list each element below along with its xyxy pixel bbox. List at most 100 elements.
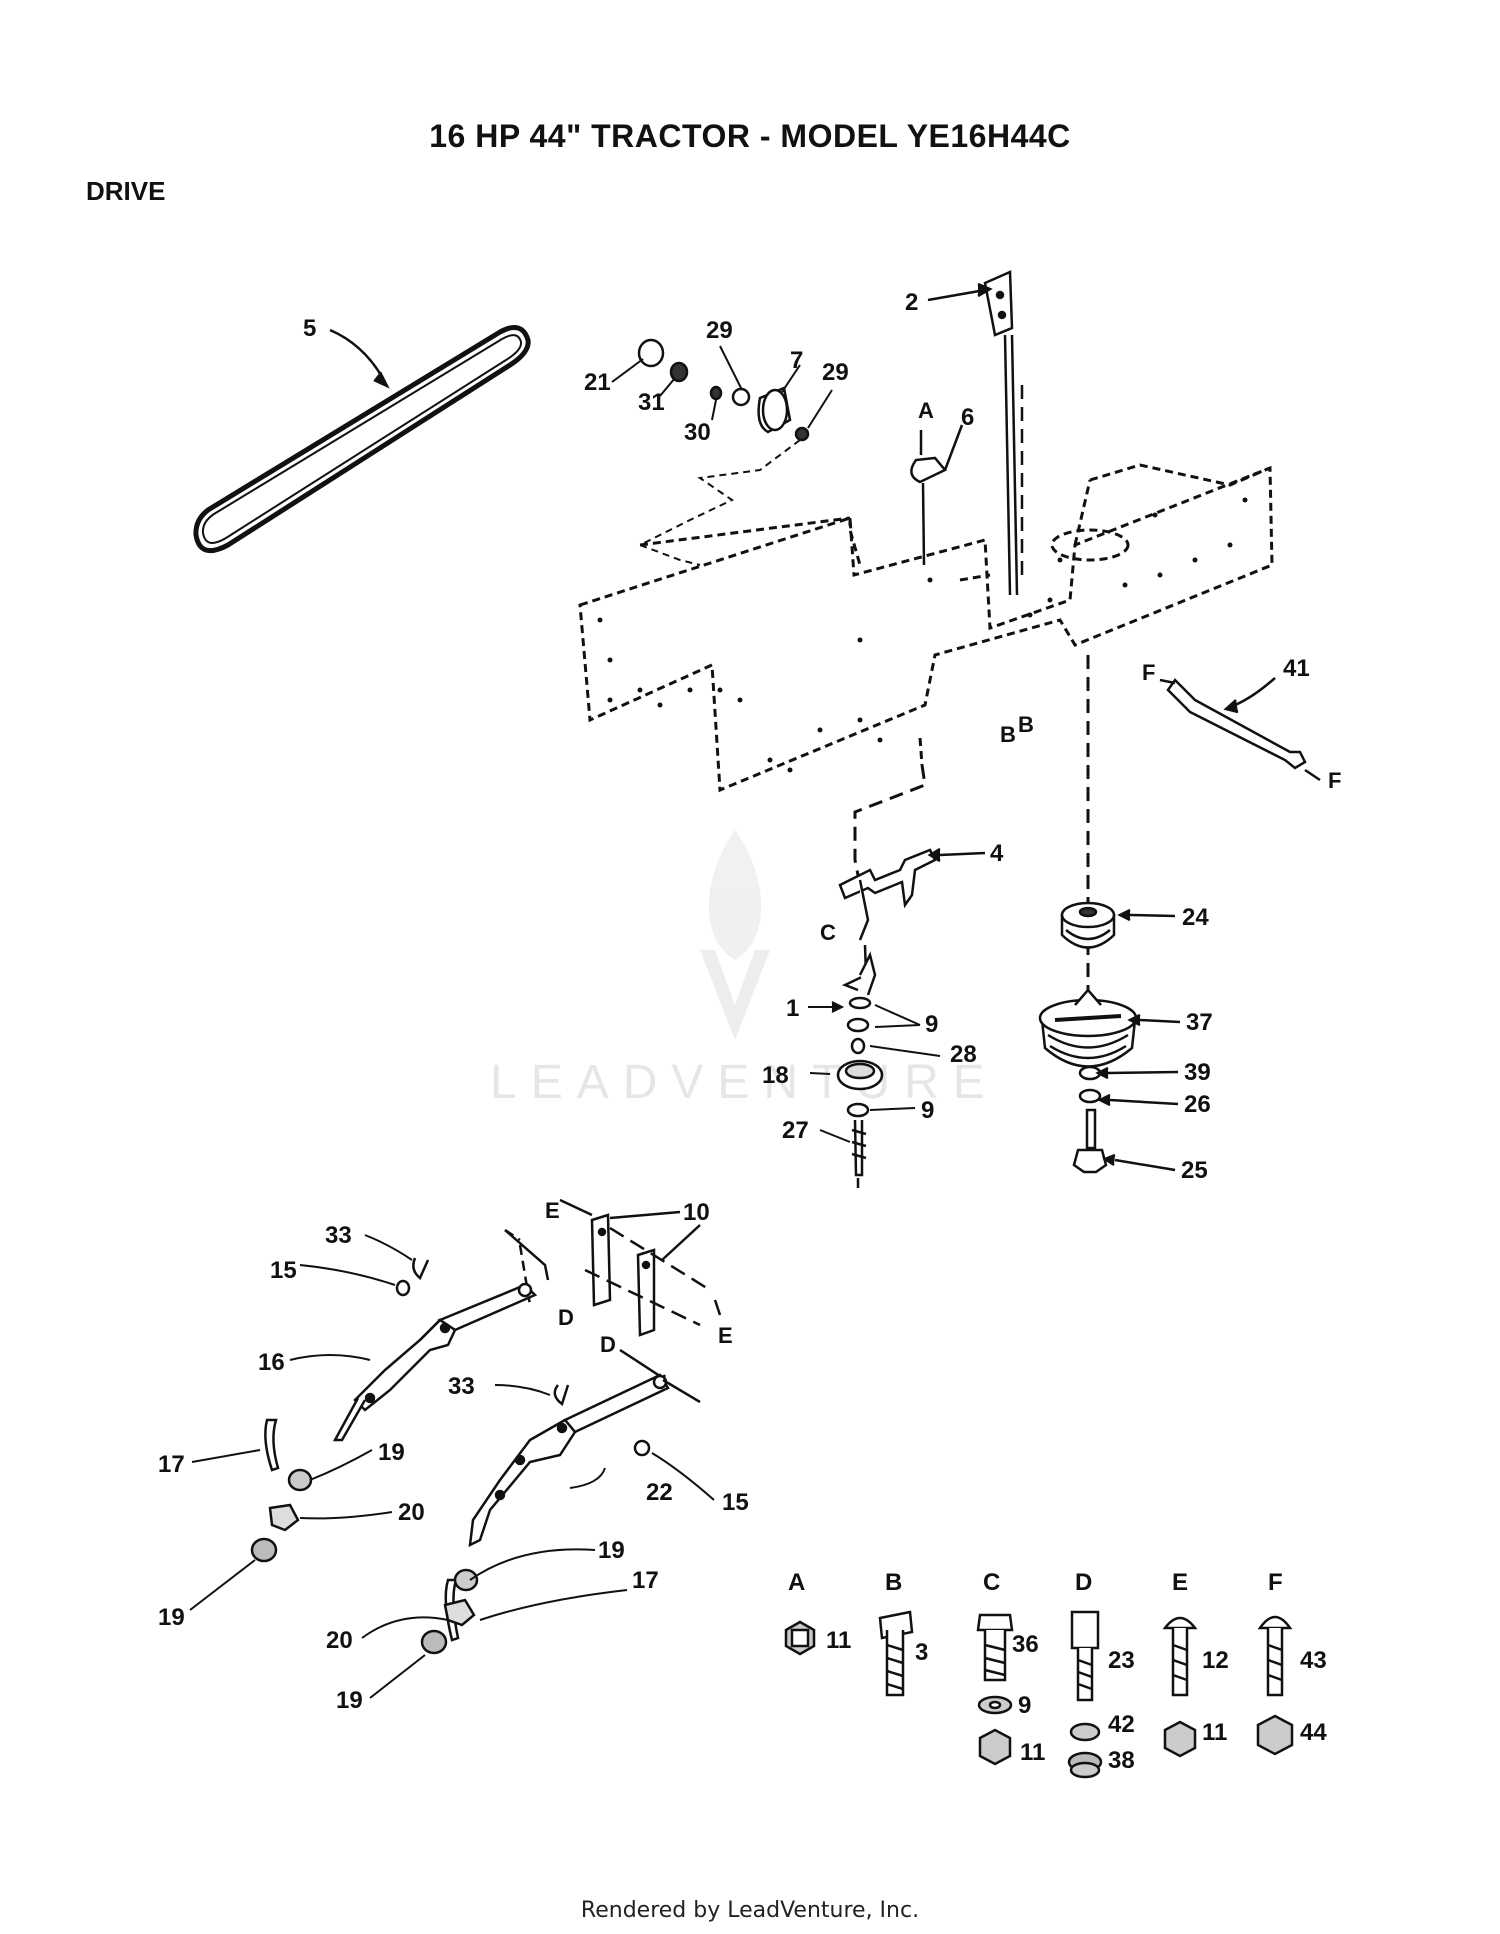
lever-22 — [468, 1348, 701, 1548]
callout-11-e: 11 — [1202, 1719, 1227, 1746]
hw-F — [1256, 1615, 1294, 1756]
callout-10: 10 — [683, 1199, 710, 1226]
hw-group-E: E — [1172, 1569, 1188, 1596]
callout-19-a: 19 — [378, 1439, 405, 1466]
callout-41: 41 — [1283, 655, 1310, 682]
connector-F-1: F — [1142, 660, 1155, 685]
connector-B-1: B — [1000, 722, 1016, 747]
callout-2: 2 — [905, 289, 918, 316]
brake-rod-41 — [1159, 678, 1321, 782]
callout-9-c: 9 — [1018, 1692, 1031, 1719]
leader-10 — [609, 1210, 701, 1261]
page-title: 16 HP 44" TRACTOR - MODEL YE16H44C — [429, 118, 1071, 154]
callout-24: 24 — [1182, 904, 1209, 931]
lever-16 — [332, 1228, 550, 1442]
callout-11-c: 11 — [1020, 1739, 1045, 1766]
hw-group-D: D — [1075, 1569, 1092, 1596]
connector-D-2: D — [600, 1332, 616, 1357]
callout-31: 31 — [638, 389, 665, 416]
watermark-text: LEADVENTURE — [490, 1056, 999, 1109]
callout-16: 16 — [258, 1349, 285, 1376]
leader-5 — [329, 328, 390, 389]
callout-29-b: 29 — [822, 359, 849, 386]
hw-E — [1162, 1616, 1198, 1758]
callout-30: 30 — [684, 419, 711, 446]
callout-17-b: 17 — [632, 1567, 659, 1594]
callout-22: 22 — [646, 1479, 673, 1506]
watermark: LEADVENTURE — [490, 830, 999, 1109]
hw-group-C: C — [983, 1569, 1000, 1596]
callout-39: 39 — [1184, 1059, 1211, 1086]
idler-stack — [637, 338, 810, 442]
leader-2 — [927, 282, 993, 302]
lower-leaders — [189, 1234, 715, 1699]
hw-group-B: B — [885, 1569, 902, 1596]
leader-41 — [1223, 677, 1276, 714]
callout-9-a: 9 — [925, 1011, 938, 1038]
pivot-stack — [836, 996, 884, 1188]
callout-15-a: 15 — [270, 1257, 297, 1284]
callout-44: 44 — [1300, 1719, 1327, 1746]
callout-labels: 5 21 31 30 29 7 29 2 6 41 4 24 1 9 37 28… — [158, 289, 1310, 1714]
connector-E-1: E — [545, 1198, 560, 1223]
callout-11-a: 11 — [826, 1627, 851, 1654]
connector-B-2: B — [1018, 712, 1034, 737]
callout-33-a: 33 — [325, 1222, 352, 1249]
callout-6: 6 — [961, 404, 974, 431]
hw-B — [878, 1610, 914, 1697]
callout-15-b: 15 — [722, 1489, 749, 1516]
connector-letters: A B B C D D E E F F — [545, 398, 1341, 1357]
clip — [910, 424, 964, 566]
callout-20-a: 20 — [398, 1499, 425, 1526]
callout-29-a: 29 — [706, 317, 733, 344]
hardware-legend: A B C D E F 11 3 36 9 11 23 42 38 12 11 … — [788, 1569, 1327, 1774]
callout-7: 7 — [790, 347, 803, 374]
connector-E-2: E — [718, 1323, 733, 1348]
callout-17-a: 17 — [158, 1451, 185, 1478]
frame-holes — [597, 497, 1248, 773]
callout-9-b: 9 — [921, 1097, 934, 1124]
callout-18: 18 — [762, 1062, 789, 1089]
stack-leaders — [611, 345, 833, 566]
connector-A: A — [918, 398, 934, 423]
leader-4 — [927, 847, 986, 863]
shift-rod — [838, 848, 937, 996]
connector-F-2: F — [1328, 768, 1341, 793]
callout-19-b: 19 — [158, 1604, 185, 1631]
links-10 — [559, 1198, 722, 1337]
hub-stack — [1072, 1065, 1108, 1174]
callout-19-d: 19 — [336, 1687, 363, 1714]
callout-36: 36 — [1012, 1631, 1039, 1658]
hw-D — [1067, 1610, 1103, 1779]
callout-33-b: 33 — [448, 1373, 475, 1400]
callout-28: 28 — [950, 1041, 977, 1068]
hw-A — [784, 1620, 816, 1656]
callout-5: 5 — [303, 315, 316, 342]
callout-1: 1 — [786, 995, 799, 1022]
callout-37: 37 — [1186, 1009, 1213, 1036]
pulley-leaders — [1095, 908, 1181, 1172]
hw-group-A: A — [788, 1569, 805, 1596]
callout-38: 38 — [1108, 1747, 1135, 1774]
tractor-frame — [578, 463, 1274, 793]
footer-credit: Rendered by LeadVenture, Inc. — [580, 1898, 920, 1923]
frame-dash-links — [853, 655, 1090, 1058]
callout-42: 42 — [1108, 1711, 1135, 1738]
callout-21: 21 — [584, 369, 611, 396]
pivot-leaders — [808, 1001, 941, 1143]
callout-23: 23 — [1108, 1647, 1135, 1674]
callout-19-c: 19 — [598, 1537, 625, 1564]
connector-D-1: D — [558, 1305, 574, 1330]
small-hardware-left — [250, 1257, 651, 1655]
callout-4: 4 — [990, 840, 1004, 867]
callout-20-b: 20 — [326, 1627, 353, 1654]
connector-C: C — [820, 920, 836, 945]
rod-bracket — [983, 270, 1024, 596]
clutch-37 — [1038, 988, 1138, 1068]
callout-43: 43 — [1300, 1647, 1327, 1674]
callout-26: 26 — [1184, 1091, 1211, 1118]
callout-25: 25 — [1181, 1157, 1208, 1184]
hw-group-F: F — [1268, 1569, 1283, 1596]
section-label: DRIVE — [86, 176, 166, 206]
